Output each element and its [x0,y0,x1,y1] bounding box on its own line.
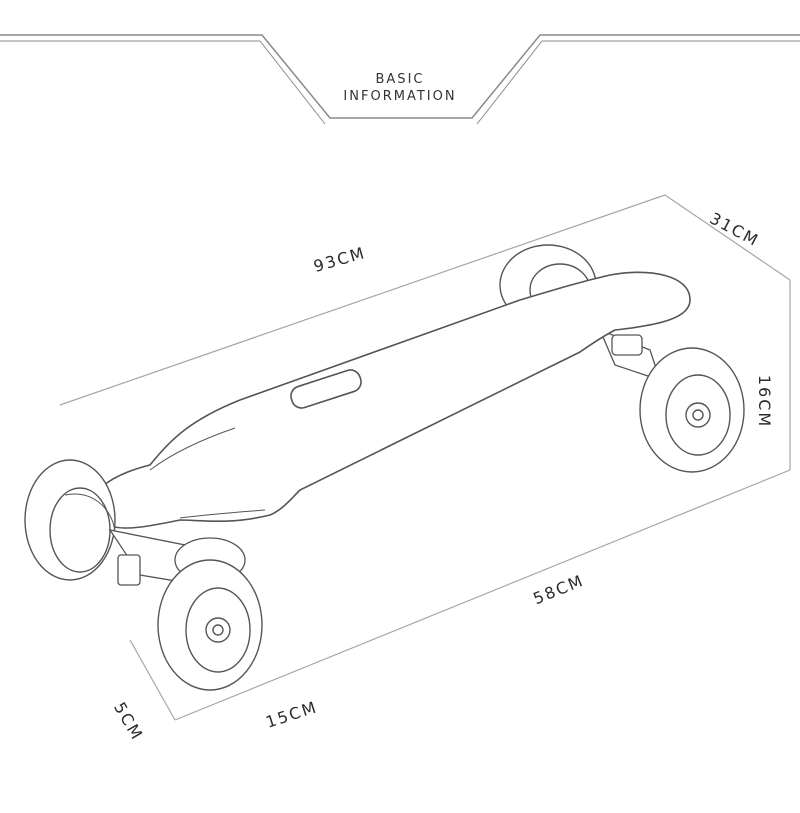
header-line-1: BASIC [375,72,425,87]
deck [91,271,691,529]
height-label: 16CM [755,374,775,429]
wheel-front-left [24,459,116,581]
wheel-front-right [157,559,263,691]
header-line-2: INFORMATION [343,89,457,104]
header-title: BASIC INFORMATION [340,72,460,104]
wheel-back-right [639,347,745,473]
header-frame [0,34,800,125]
dimension-lines [59,194,791,721]
